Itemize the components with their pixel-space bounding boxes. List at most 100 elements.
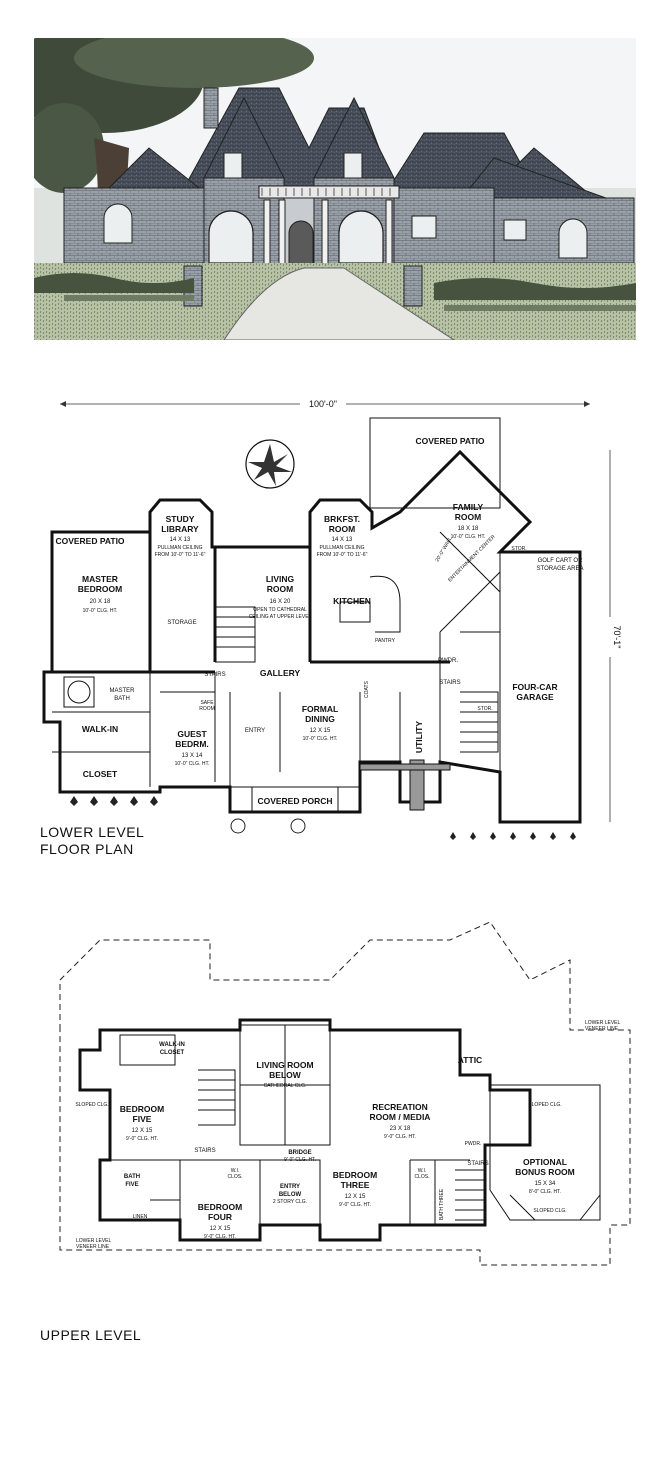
entry-below-label-1: ENTRY xyxy=(280,1184,300,1190)
bedroom-five-size: 12 X 15 xyxy=(132,1128,153,1134)
bedroom-three-size: 12 X 15 xyxy=(345,1194,366,1200)
master-bath-label-1: MASTER xyxy=(109,688,135,694)
bath-five-label-2: FIVE xyxy=(125,1182,138,1188)
guest-bedroom-note: 10'-0" CLG. HT. xyxy=(175,761,210,767)
bridge-label: BRIDGE xyxy=(288,1150,311,1156)
guest-bedroom-size: 13 X 14 xyxy=(182,753,203,759)
covered-patio-top-label: COVERED PATIO xyxy=(415,436,484,446)
kitchen-label: KITCHEN xyxy=(333,596,371,606)
bedroom-four-note: 9'-0" CLG. HT. xyxy=(204,1234,236,1240)
breakfast-room-label-2: ROOM xyxy=(329,524,355,534)
veneer-line-lower-label-1: LOWER LEVEL xyxy=(76,1238,112,1244)
formal-dining-note: 10'-0" CLG. HT. xyxy=(303,736,338,742)
veneer-line-label-1: LOWER LEVEL xyxy=(585,1020,621,1026)
powder-room-label: PWDR. xyxy=(438,658,458,664)
living-room-size: 16 X 20 xyxy=(270,599,291,605)
master-bedroom-label-2: BEDROOM xyxy=(78,584,122,594)
upper-powder-room-label: PWDR. xyxy=(465,1141,482,1147)
study-size: 14 X 13 xyxy=(170,537,191,543)
living-room-below-label-1: LIVING ROOM xyxy=(256,1060,313,1070)
upper-stairs-left-label: STAIRS xyxy=(194,1148,215,1154)
pantry-label: PANTRY xyxy=(375,638,395,644)
entry-label: ENTRY xyxy=(245,728,265,734)
covered-porch-label: COVERED PORCH xyxy=(257,796,332,806)
safe-room-label-1: SAFE xyxy=(200,700,214,706)
family-room-label-2: ROOM xyxy=(455,512,481,522)
storage-right-label: STOR. xyxy=(477,706,492,712)
bedroom-five-label-2: FIVE xyxy=(133,1114,152,1124)
wi-closet-left-label-2: CLOS. xyxy=(227,1174,242,1180)
bedroom-three-label-1: BEDROOM xyxy=(333,1170,377,1180)
house-illustration xyxy=(63,87,635,269)
veneer-line-lower-label-2: VENEER LINE xyxy=(76,1244,110,1250)
walk-in-closet-label-1: WALK-IN xyxy=(82,724,118,734)
master-bedroom-label-1: MASTER xyxy=(82,574,118,584)
bridge-note: 9'-0" CLG. HT. xyxy=(284,1157,316,1163)
entry-below-label-2: BELOW xyxy=(279,1192,302,1198)
veneer-line-label-2: VENEER LINE xyxy=(585,1026,619,1032)
bonus-room-size: 15 X 34 xyxy=(535,1181,556,1187)
house-elevation-illustration xyxy=(34,38,636,340)
stairs-right-label: STAIRS xyxy=(439,680,460,686)
breakfast-room-label-1: BRKFST. xyxy=(324,514,360,524)
wi-closet-left-label-1: W.I. xyxy=(231,1168,240,1174)
living-room-label-2: ROOM xyxy=(267,584,293,594)
gallery-label: GALLERY xyxy=(260,668,301,678)
overall-width-dimension: 100'-0" xyxy=(60,396,590,410)
garage-label-1: FOUR-CAR xyxy=(512,682,557,692)
breakfast-room-size: 14 X 13 xyxy=(332,537,353,543)
coats-label: COATS xyxy=(364,680,370,698)
bonus-room-label-1: OPTIONAL xyxy=(523,1157,567,1167)
storage-top-label: STOR. xyxy=(511,546,526,552)
golf-cart-label-1: GOLF CART OR xyxy=(538,558,583,564)
lower-level-walls xyxy=(42,449,582,824)
tree-symbol-icon xyxy=(245,439,295,489)
master-bedroom-note: 10'-0" CLG. HT. xyxy=(83,608,118,614)
covered-patio-left-label: COVERED PATIO xyxy=(55,536,124,546)
formal-dining-label-1: FORMAL xyxy=(302,704,338,714)
living-room-below-note: CATHEDRAL CLG. xyxy=(264,1083,307,1089)
bedroom-three-note: 9'-0" CLG. HT. xyxy=(339,1202,371,1208)
utility-label: UTILITY xyxy=(414,721,424,753)
breakfast-room-note-1: PULLMAN CEILING xyxy=(319,545,364,551)
stairs-left-label: STAIRS xyxy=(204,672,225,678)
attic-label: ATTIC xyxy=(458,1055,482,1065)
bath-five-label-1: BATH xyxy=(124,1174,140,1180)
living-room-below-label-2: BELOW xyxy=(269,1070,302,1080)
recreation-room-note: 9'-0" CLG. HT. xyxy=(384,1134,416,1140)
recreation-room-label-2: ROOM / MEDIA xyxy=(370,1112,431,1122)
overall-depth-dimension: 70'-1" xyxy=(602,450,622,822)
storage-label: STORAGE xyxy=(167,620,196,626)
bedroom-five-note: 9'-0" CLG. HT. xyxy=(126,1136,158,1142)
sloped-ceiling-left-label: SLOPED CLG. xyxy=(75,1102,108,1108)
living-room-note-1: OPEN TO CATHEDRAL xyxy=(253,607,307,613)
safe-room-label-2: ROOM xyxy=(199,706,215,712)
breakfast-room-note-2: FROM 10'-0" TO 11'-6" xyxy=(317,552,368,558)
overall-depth-label: 70'-1" xyxy=(612,626,622,649)
upper-level-walls xyxy=(78,1018,601,1242)
recreation-room-size: 23 X 18 xyxy=(390,1126,411,1132)
entry-below-note: 2 STORY CLG. xyxy=(273,1199,307,1205)
bedroom-four-size: 12 X 15 xyxy=(210,1226,231,1232)
family-room-size: 18 X 18 xyxy=(458,526,479,532)
guest-bedroom-label-2: BEDRM. xyxy=(175,739,209,749)
family-room-note: 10'-0" CLG. HT. xyxy=(451,534,486,540)
bath-three-label: BATH THREE xyxy=(439,1188,445,1220)
study-label-2: LIBRARY xyxy=(161,524,199,534)
upper-walk-in-closet-label-2: CLOSET xyxy=(160,1050,185,1056)
living-room-note-2: CEILING AT UPPER LEVEL xyxy=(249,614,312,620)
wall-note: 20'-0" WALL xyxy=(435,536,454,563)
walk-in-closet-label-2: CLOSET xyxy=(83,769,118,779)
upper-stairs-right-label: STAIRS xyxy=(467,1161,488,1167)
bonus-room-label-2: BONUS ROOM xyxy=(515,1167,575,1177)
recreation-room-label-1: RECREATION xyxy=(372,1102,428,1112)
bedroom-four-label-2: FOUR xyxy=(208,1212,232,1222)
shrub-symbols xyxy=(70,796,576,840)
family-room-label-1: FAMILY xyxy=(453,502,484,512)
bedroom-five-label-1: BEDROOM xyxy=(120,1104,164,1114)
upper-walk-in-closet-label-1: WALK-IN xyxy=(159,1042,185,1048)
upper-level-floor-plan: WALK-IN CLOSET LIVING ROOM BELOW CATHEDR… xyxy=(40,921,631,1343)
study-note-2: FROM 10'-0" TO 11'-6" xyxy=(155,552,206,558)
lower-level-roof-outline xyxy=(59,921,631,1266)
study-label-1: STUDY xyxy=(166,514,195,524)
